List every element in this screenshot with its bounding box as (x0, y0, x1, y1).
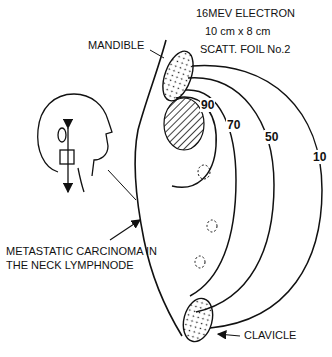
mandible-leader (150, 50, 164, 58)
isodose-value: 90 (200, 98, 215, 112)
bone-label: MANDIBLE (88, 38, 144, 52)
isodose-value: 70 (226, 118, 241, 132)
sketch-pointer (108, 170, 136, 200)
field-size: 10 cm x 8 cm (205, 24, 270, 38)
clavicle-arrow (218, 334, 240, 336)
small-nodes (195, 165, 217, 268)
isodose-value: 10 (312, 150, 327, 164)
tumour-hatched (164, 98, 204, 150)
lesion-label: METASTATIC CARCINOMA IN THE NECK LYMPHNO… (6, 244, 181, 272)
scattering-foil: SCATT. FOIL No.2 (200, 42, 290, 56)
isodose-value: 50 (264, 130, 279, 144)
carcinoma-arrow (110, 220, 140, 240)
clavicle-bone (179, 295, 217, 345)
head-sketch (38, 94, 112, 192)
bone-label: CLAVICLE (244, 328, 296, 342)
beam-energy: 16MEV ELECTRON (196, 6, 295, 20)
mandible-bone (157, 47, 199, 105)
